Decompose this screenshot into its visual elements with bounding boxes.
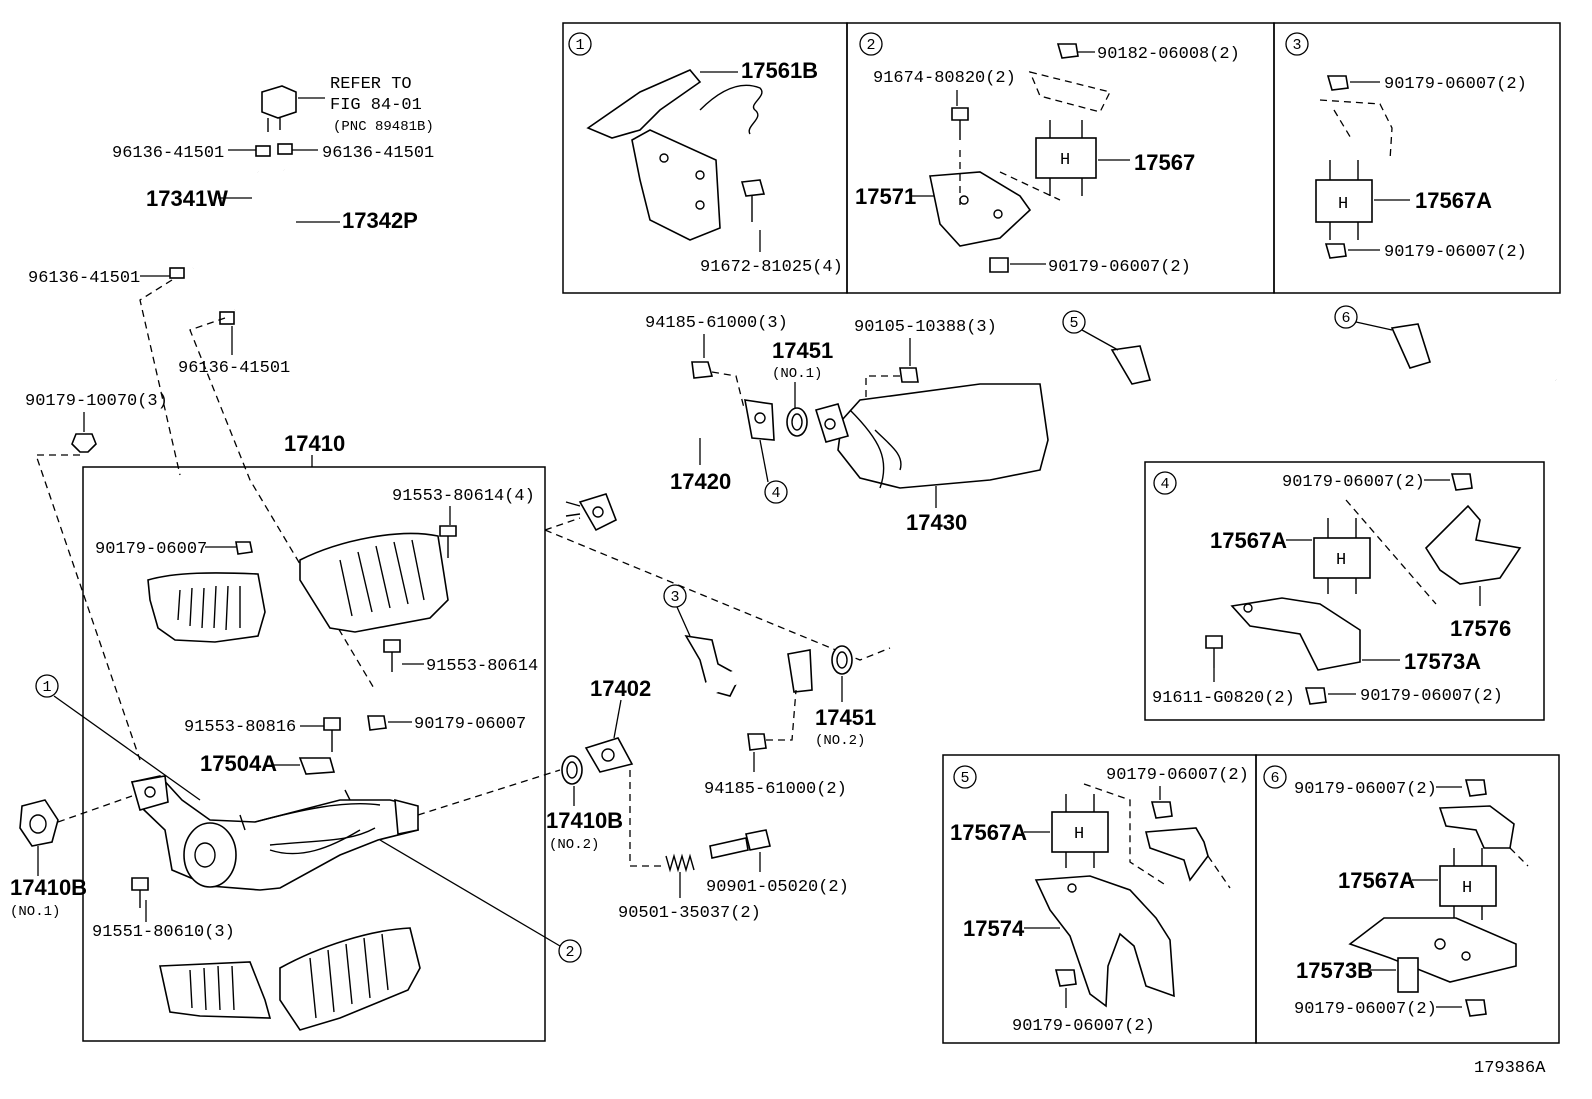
figure-id: 179386A (1474, 1059, 1546, 1078)
label-90179-06007-e: 90179-06007(2) (1384, 243, 1527, 262)
catalytic-converter (130, 775, 419, 891)
label-17420: 17420 (670, 469, 731, 494)
label-17567A-box4: 17567A (1210, 528, 1287, 553)
label-no2: (NO.2) (815, 733, 865, 749)
label-17571: 17571 (855, 184, 916, 209)
label-17576: 17576 (1450, 616, 1511, 641)
label-17451-no1: 17451 (772, 338, 833, 363)
callout-3-main: 3 (670, 589, 679, 606)
label-90179-06007-h: 90179-06007(2) (1106, 766, 1249, 785)
label-17342P: 17342P (342, 208, 418, 233)
label-96136-41501-d: 96136-41501 (178, 359, 290, 378)
callout-1-main: 1 (42, 679, 51, 696)
detail-box-6 (1255, 754, 1560, 1044)
label-17567A-box6: 17567A (1338, 868, 1415, 893)
main-muffler (837, 383, 1049, 489)
label-17410: 17410 (284, 431, 345, 456)
label-17410B-no2: 17410B (546, 808, 623, 833)
box1-bracket-17561B: 17561B 91672-81025(4) (586, 58, 843, 277)
label-17430: 17430 (906, 510, 967, 535)
gasket-17410B-no1 (19, 799, 59, 847)
callout-4-main: 4 (771, 485, 780, 502)
mount-h-mark-2: H (1060, 151, 1070, 170)
label-17451-no2: 17451 (815, 705, 876, 730)
label-91553-80614: 91553-80614 (426, 657, 538, 676)
label-91553-80614-4: 91553-80614(4) (392, 487, 535, 506)
label-no1: (NO.1) (10, 904, 60, 920)
refer-note-line2: FIG 84-01 (330, 96, 422, 115)
label-90105-10388: 90105-10388(3) (854, 318, 997, 337)
callout-5-box: 5 (960, 770, 969, 787)
lower-heat-shield-left (159, 961, 272, 1019)
upper-heat-shield-right (299, 532, 449, 633)
label-90179-06007-b: 90179-06007 (414, 715, 526, 734)
label-91553-80816: 91553-80816 (184, 718, 296, 737)
box4-17567A-17576-17573A: 90179-06007(2) H 17567A 17576 17573A 916… (1152, 473, 1522, 708)
label-91551-80610: 91551-80610(3) (92, 923, 235, 942)
box2-17571-17567: 91674-80820(2) 90182-06008(2) H 17567 17… (855, 43, 1240, 277)
box6-17567A-17573B: 90179-06007(2) H 17567A 17573B 90179-060… (1294, 779, 1529, 1019)
mount-h-mark-6: H (1462, 879, 1472, 898)
label-17504A: 17504A (200, 751, 277, 776)
label-90501-35037: 90501-35037(2) (618, 904, 761, 923)
label-17573B: 17573B (1296, 958, 1373, 983)
label-91674-80820: 91674-80820(2) (873, 69, 1016, 88)
label-90182-06008: 90182-06008(2) (1097, 45, 1240, 64)
label-17402: 17402 (590, 676, 651, 701)
label-17561B: 17561B (741, 58, 818, 83)
detail-box-4 (1144, 461, 1545, 721)
callout-2-main: 2 (565, 944, 574, 961)
front-pipe-and-muffler: 94185-61000(3) 17451 (NO.1) 90105-10388(… (565, 314, 1564, 535)
box5-17567A-17574: 90179-06007(2) H 17567A 17574 90179-0600… (950, 766, 1249, 1036)
callout-5-main: 5 (1069, 315, 1078, 332)
mount-h-mark-5: H (1074, 825, 1084, 844)
label-90179-10070: 90179-10070(3) (25, 392, 168, 411)
label-96136-41501-c: 96136-41501 (28, 269, 140, 288)
refer-note-line1: REFER TO (330, 75, 412, 94)
callout-6-main: 6 (1341, 310, 1350, 327)
label-91672-81025: 91672-81025(4) (700, 258, 843, 277)
label-90179-06007-k: 90179-06007(2) (1294, 1000, 1437, 1019)
label-90179-06007-d: 90179-06007(2) (1384, 75, 1527, 94)
callout-4-box: 4 (1160, 476, 1169, 493)
label-90179-06007-i: 90179-06007(2) (1012, 1017, 1155, 1036)
main-assembly-box (82, 466, 546, 1042)
label-90901-05020: 90901-05020(2) (706, 878, 849, 897)
callout-2-box: 2 (866, 37, 875, 54)
label-17574: 17574 (963, 916, 1025, 941)
label-90179-06007-a: 90179-06007 (95, 540, 207, 559)
callout-circles: 1 2 3 4 5 6 1 2 3 4 5 6 (35, 32, 1358, 963)
label-94185-61000-2: 94185-61000(2) (704, 780, 847, 799)
refer-note-line3: (PNC 89481B) (333, 119, 434, 135)
front-pipe-17402: 17402 17451 (NO.2) 94185-61000(2) 17410B… (546, 606, 876, 923)
label-96136-41501-b: 96136-41501 (322, 144, 434, 163)
label-90179-06007-j: 90179-06007(2) (1294, 780, 1437, 799)
label-90179-06007-f: 90179-06007(2) (1282, 473, 1425, 492)
callout-3-box: 3 (1292, 37, 1301, 54)
label-no2b: (NO.2) (549, 837, 599, 853)
callout-6-box: 6 (1270, 770, 1279, 787)
detail-box-3 (1273, 22, 1561, 294)
label-17573A: 17573A (1404, 649, 1481, 674)
label-17410B-no1: 17410B (10, 875, 87, 900)
mount-h-mark-4: H (1336, 551, 1346, 570)
label-90179-06007-c: 90179-06007(2) (1048, 258, 1191, 277)
box3-17567A: 90179-06007(2) H 17567A 90179-06007(2) (1315, 75, 1527, 262)
pressure-sensor-hoses: REFER TO FIG 84-01 (PNC 89481B) 96136-41… (28, 75, 434, 691)
label-17567: 17567 (1134, 150, 1195, 175)
callout-1-box: 1 (575, 37, 584, 54)
label-96136-41501-a: 96136-41501 (112, 144, 224, 163)
label-91611-G0820: 91611-G0820(2) (1152, 689, 1295, 708)
label-17341W: 17341W (146, 186, 228, 211)
upper-heat-shield-left (147, 572, 266, 643)
label-17567A-box3: 17567A (1415, 188, 1492, 213)
label-90179-06007-g: 90179-06007(2) (1360, 687, 1503, 706)
label-17567A-box5: 17567A (950, 820, 1027, 845)
label-94185-61000-3: 94185-61000(3) (645, 314, 788, 333)
label-no1b: (NO.1) (772, 366, 822, 382)
mount-h-mark-3: H (1338, 195, 1348, 214)
